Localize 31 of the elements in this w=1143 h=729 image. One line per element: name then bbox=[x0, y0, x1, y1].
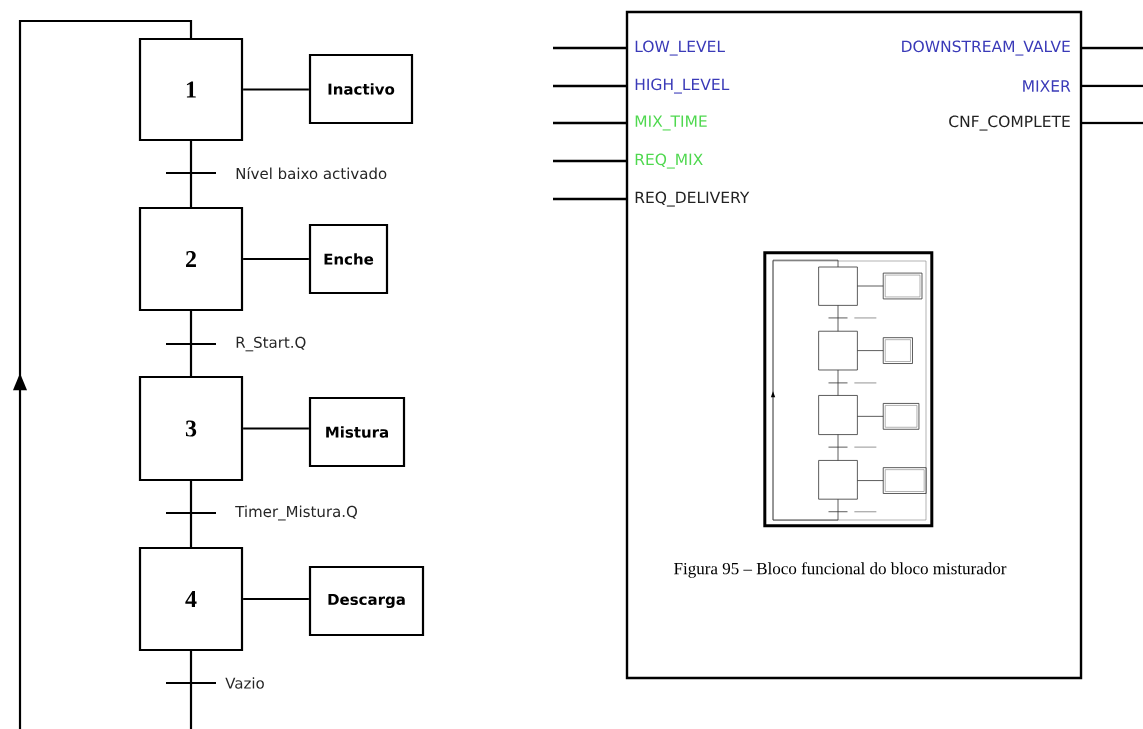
connector-line bbox=[243, 257, 309, 261]
connector-line bbox=[243, 427, 309, 430]
pin-label: REQ_DELIVERY bbox=[635, 191, 750, 207]
pin-label: MIXER bbox=[1023, 80, 1071, 92]
pin-label: HIGH_LEVEL bbox=[635, 78, 730, 94]
step-box: 4 bbox=[138, 546, 244, 652]
action-box: Enche bbox=[308, 223, 389, 295]
action-box: Inactivo bbox=[308, 53, 414, 125]
pin-label: DOWNSTREAM_VALVE bbox=[902, 40, 1070, 56]
transition-label: R_Start.Q bbox=[234, 335, 308, 353]
loop-arrow bbox=[12, 19, 218, 729]
action-box: Mistura bbox=[308, 396, 406, 468]
pin-label: CNF_COMPLETE bbox=[949, 115, 1070, 131]
caption: Figura 95 – Bloco funcional do bloco misturador bbox=[674, 562, 1007, 578]
connector-line bbox=[164, 480, 218, 548]
step-box: 3 bbox=[138, 375, 244, 482]
thumbnail-drawing bbox=[763, 251, 934, 528]
pin-label: REQ_MIX bbox=[635, 153, 703, 169]
transition-label: Nível baixo activado bbox=[234, 165, 389, 181]
connector-line bbox=[243, 597, 309, 601]
connector-line bbox=[243, 88, 309, 91]
connector-line bbox=[164, 310, 218, 377]
pin-label: LOW_LEVEL bbox=[635, 40, 725, 56]
step-box: 1 bbox=[138, 37, 244, 142]
transition-label: Vazio bbox=[224, 676, 266, 690]
step-box: 2 bbox=[138, 206, 244, 312]
transition-label: Timer_Mistura.Q bbox=[234, 504, 359, 522]
action-box: Descarga bbox=[308, 565, 425, 637]
connector-line bbox=[164, 140, 218, 208]
function-block bbox=[625, 10, 1083, 680]
pin-label: MIX_TIME bbox=[635, 115, 707, 131]
